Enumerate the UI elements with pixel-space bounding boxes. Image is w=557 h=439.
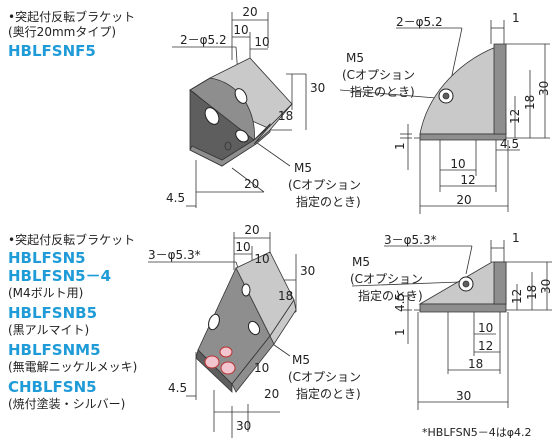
bottom-side-dim-1b: 1 bbox=[393, 328, 407, 336]
top-side-dim-12: 12 bbox=[508, 109, 522, 124]
bottom-side-dim-12b: 12 bbox=[478, 339, 493, 353]
top-side-c-option-1: (Cオプション bbox=[342, 68, 415, 82]
part-note-3: (黒アルマイト) bbox=[8, 323, 90, 337]
top-iso-dim-10a: 10 bbox=[233, 23, 248, 37]
top-part-number: HBLFSNF5 bbox=[8, 42, 96, 60]
bottom-side-dim-1: 1 bbox=[512, 231, 520, 245]
bottom-side-dim-18: 18 bbox=[525, 285, 539, 300]
part-number-5: CHBLFSN5 bbox=[8, 378, 97, 396]
top-iso-dim-30: 30 bbox=[310, 81, 325, 95]
top-side-dim-12b: 12 bbox=[460, 173, 475, 187]
top-side-dim-30: 30 bbox=[537, 81, 551, 96]
top-iso-dim-18: 18 bbox=[278, 109, 293, 123]
bottom-iso-dim-30: 30 bbox=[300, 264, 315, 278]
top-side-view bbox=[339, 20, 550, 214]
bottom-iso-c-option-2: 指定のとき) bbox=[296, 386, 361, 401]
bottom-iso-c-option-1: (Cオプション bbox=[288, 370, 361, 384]
bottom-side-m5: M5 bbox=[352, 255, 370, 269]
bottom-iso-dim-20: 20 bbox=[244, 223, 259, 237]
bottom-iso-dim-4.5: 4.5 bbox=[168, 381, 187, 395]
part-number-1: HBLFSN5 bbox=[8, 249, 86, 267]
part-note-5: (焼付塗装・シルバー) bbox=[8, 397, 126, 411]
bottom-iso-dim-30-depth: 30 bbox=[236, 419, 251, 433]
top-iso-dim-20-depth: 20 bbox=[244, 177, 259, 191]
bottom-side-dim-12: 12 bbox=[510, 289, 524, 304]
top-iso-c-option-1: (Cオプション bbox=[288, 178, 361, 192]
top-side-dim-1b: 1 bbox=[393, 142, 407, 150]
bottom-side-hole-label: 3－φ5.3* bbox=[384, 233, 437, 247]
part-note-2: (M4ボルト用) bbox=[8, 286, 84, 300]
top-side-dim-20: 20 bbox=[456, 193, 471, 207]
top-iso-hole-label: 2－φ5.2 bbox=[180, 33, 227, 47]
top-side-dim-4.5: 4.5 bbox=[500, 137, 519, 151]
top-iso-bracket bbox=[172, 12, 307, 208]
bottom-side-view bbox=[351, 240, 552, 410]
bottom-product-type: •突起付反転ブラケット bbox=[8, 233, 136, 247]
bottom-side-dim-18b: 18 bbox=[468, 357, 483, 371]
part-number-3: HBLFSNB5 bbox=[8, 304, 98, 322]
bottom-iso-m5: M5 bbox=[292, 353, 310, 367]
bottom-iso-dim-10a: 10 bbox=[235, 240, 250, 254]
bottom-iso-dim-10: 10 bbox=[254, 361, 269, 375]
top-side-dim-10: 10 bbox=[450, 157, 465, 171]
top-iso-dim-20-top: 20 bbox=[242, 5, 257, 19]
top-side-m5: M5 bbox=[346, 51, 364, 65]
part-note-4: (無電解ニッケルメッキ) bbox=[8, 360, 138, 374]
bottom-iso-dim-20-depth: 20 bbox=[264, 387, 279, 401]
top-side-c-option-2: 指定のとき) bbox=[350, 84, 415, 99]
top-iso-m5: M5 bbox=[294, 161, 312, 175]
bottom-side-c-option-2: 指定のとき) bbox=[358, 288, 423, 303]
bottom-side-dim-30: 30 bbox=[539, 279, 553, 294]
bottom-iso-bracket bbox=[148, 232, 297, 438]
bottom-iso-hole-label: 3－φ5.3* bbox=[148, 248, 201, 262]
top-side-dim-1: 1 bbox=[512, 11, 520, 25]
bottom-side-dim-4.5: 4.5 bbox=[393, 293, 407, 312]
part-number-4: HBLFSNM5 bbox=[8, 341, 101, 359]
bottom-iso-dim-18: 18 bbox=[278, 289, 293, 303]
top-iso-dim-4.5: 4.5 bbox=[166, 191, 185, 205]
bottom-side-c-option-1: (Cオプション bbox=[350, 272, 423, 286]
bottom-side-dim-10: 10 bbox=[478, 321, 493, 335]
top-iso-c-option-2: 指定のとき) bbox=[296, 194, 361, 209]
bottom-side-dim-30b: 30 bbox=[456, 389, 471, 403]
bottom-footnote: *HBLFSN5－4はφ4.2 bbox=[422, 426, 532, 439]
part-number-2: HBLFSN5－4 bbox=[8, 267, 112, 285]
top-variant: (奥行20mmタイプ) bbox=[8, 25, 117, 39]
top-product-type: •突起付反転ブラケット bbox=[8, 10, 136, 24]
top-iso-dim-10b: 10 bbox=[254, 35, 269, 49]
bottom-iso-dim-10b: 10 bbox=[254, 252, 269, 266]
top-side-hole-label: 2－φ5.2 bbox=[396, 15, 443, 29]
top-side-dim-18: 18 bbox=[523, 95, 537, 110]
